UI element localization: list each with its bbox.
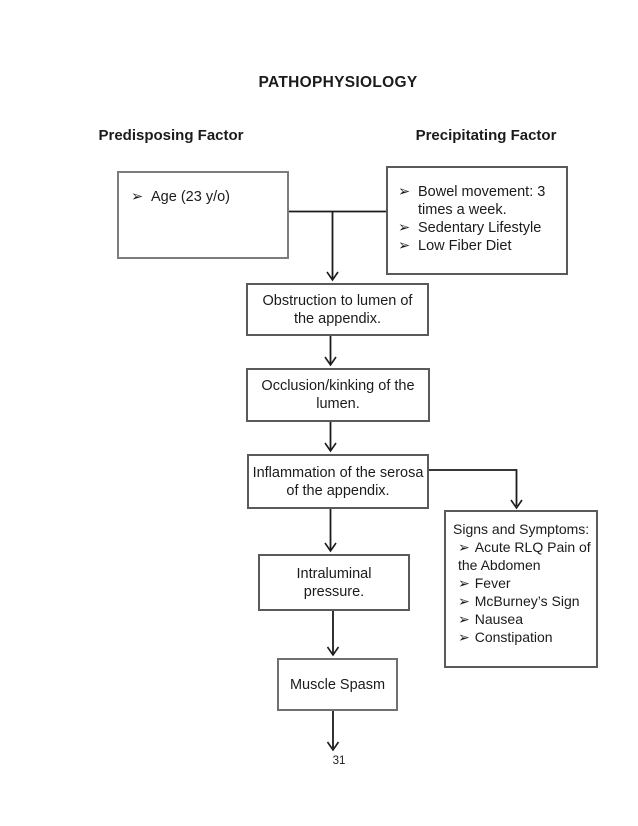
list-item-label: Low Fiber Diet: [418, 238, 512, 254]
predisposing-factor-box: ➢ Age (23 y/o): [117, 171, 289, 259]
arrow-inflammation-to-signs-head: [510, 499, 523, 510]
list-item: ➢Acute RLQ Pain of the Abdomen: [453, 538, 594, 574]
list-item-label: Sedentary Lifestyle: [418, 220, 542, 236]
arrow-bullet-icon: ➢: [131, 189, 144, 205]
list-item: ➢Fever: [453, 574, 594, 592]
arrow-bullet-icon: ➢: [458, 575, 470, 591]
page-title: PATHOPHYSIOLOGY: [258, 74, 418, 91]
arrow-to-obstruction-head: [326, 271, 339, 282]
arrow-obstruction-to-occlusion-head: [324, 356, 337, 367]
step-label: Obstruction to lumen of the appendix.: [262, 292, 413, 327]
list-item-label: Nausea: [474, 611, 523, 627]
arrow-bullet-icon: ➢: [458, 629, 470, 645]
occlusion-step-box: Occlusion/kinking of the lumen.: [246, 368, 430, 422]
arrow-bullet-icon: ➢: [398, 220, 411, 236]
list-item-label: Constipation: [474, 629, 553, 645]
arrow-inflammation-to-intraluminal-head: [324, 542, 337, 553]
arrow-muscle-down-head: [326, 741, 340, 752]
list-item: ➢Nausea: [453, 610, 594, 628]
arrow-bullet-icon: ➢: [398, 184, 411, 200]
step-label: Muscle Spasm: [289, 676, 386, 693]
arrow-inflammation-to-signs-line: [429, 469, 518, 506]
step-label: Intraluminal pressure.: [296, 565, 372, 600]
list-item: ➢ Age (23 y/o): [131, 188, 279, 206]
signs-symptoms-title: Signs and Symptoms:: [453, 521, 590, 537]
list-item-label: McBurney’s Sign: [474, 593, 580, 609]
step-label: Occlusion/kinking of the lumen.: [261, 378, 415, 412]
list-item-label: Acute RLQ Pain of the Abdomen: [458, 539, 591, 573]
arrow-bullet-icon: ➢: [398, 238, 411, 254]
list-item: ➢McBurney’s Sign: [453, 592, 594, 610]
list-item: ➢Constipation: [453, 628, 594, 646]
arrow-intraluminal-to-muscle-head: [326, 646, 340, 657]
obstruction-step-box: Obstruction to lumen of the appendix.: [246, 283, 429, 336]
list-item-label: Fever: [474, 575, 511, 591]
arrow-bullet-icon: ➢: [458, 539, 470, 555]
arrow-occlusion-to-inflammation-head: [324, 442, 337, 453]
list-item: ➢ Bowel movement: 3 times a week.: [398, 183, 562, 219]
list-item: ➢ Sedentary Lifestyle: [398, 219, 562, 237]
list-item-label: Age (23 y/o): [151, 189, 230, 205]
muscle-spasm-step-box: Muscle Spasm: [277, 658, 398, 711]
precipitating-factor-box: ➢ Bowel movement: 3 times a week. ➢ Sede…: [386, 166, 568, 275]
page-footer-number: 31: [332, 755, 346, 767]
predisposing-factor-header: Predisposing Factor: [98, 127, 244, 144]
precipitating-factor-header: Precipitating Factor: [415, 127, 557, 144]
step-label: Inflammation of the serosa of the append…: [252, 464, 424, 499]
arrow-bullet-icon: ➢: [458, 593, 470, 609]
list-item: ➢ Low Fiber Diet: [398, 237, 562, 255]
list-item-label: Bowel movement: 3 times a week.: [418, 184, 546, 218]
intraluminal-pressure-step-box: Intraluminal pressure.: [258, 554, 410, 611]
inflammation-step-box: Inflammation of the serosa of the append…: [247, 454, 429, 509]
signs-symptoms-box: Signs and Symptoms: ➢Acute RLQ Pain of t…: [444, 510, 598, 668]
arrow-bullet-icon: ➢: [458, 611, 470, 627]
